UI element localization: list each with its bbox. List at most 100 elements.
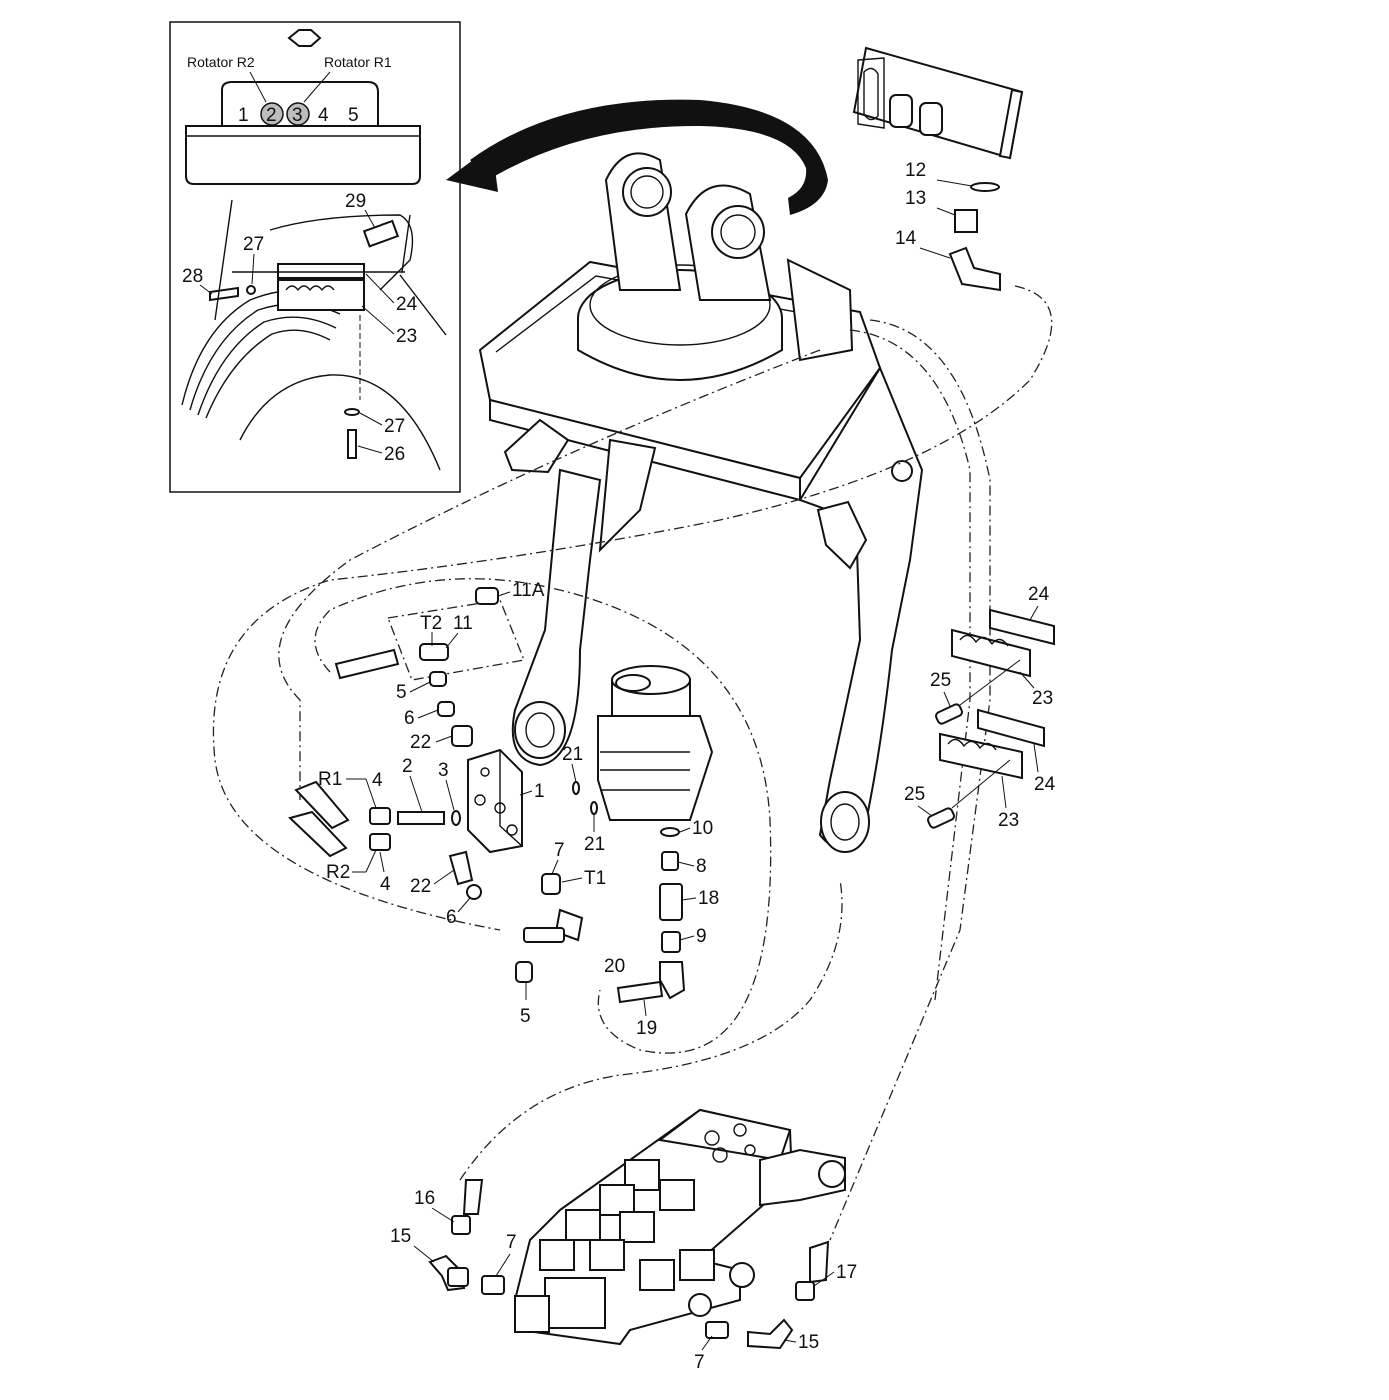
hose-route-3: [849, 329, 971, 1001]
callout-4-top: 4: [372, 770, 383, 791]
callout-26: 26: [384, 444, 405, 465]
fitting-4-r2: [369, 833, 391, 851]
label-r2: R2: [326, 862, 350, 883]
clamp-24-upper: [989, 608, 1055, 646]
rotation-arrow-icon: [470, 99, 828, 215]
tube-2: [397, 811, 445, 825]
callout-21-bottom: 21: [584, 834, 605, 855]
fitting-5-bottom: [515, 961, 533, 983]
fitting-5-top: [429, 671, 447, 687]
callout-27-top: 27: [243, 234, 264, 255]
callout-22-top: 22: [410, 732, 431, 753]
callout-5-top: 5: [396, 682, 407, 703]
callout-27-bottom: 27: [384, 416, 405, 437]
callout-6-bottom: 6: [446, 907, 457, 928]
label-t2: T2: [420, 613, 442, 634]
fitting-7-left: [481, 1275, 505, 1295]
callout-24-inset: 24: [396, 294, 418, 315]
callout-28: 28: [182, 266, 203, 287]
pin-2-label: 2: [266, 105, 277, 126]
fitting-11a: [475, 587, 499, 605]
callout-24-upper: 24: [1028, 584, 1050, 605]
fitting-4-r1: [369, 807, 391, 825]
connector-detail-inset: 1 2 3 4 5 Rotator R2 Rotator R1 29: [169, 21, 461, 493]
fitting-t2: [419, 643, 449, 661]
callout-23-lower: 23: [998, 810, 1019, 831]
callout-5-bottom: 5: [520, 1006, 531, 1027]
callout-22-bottom: 22: [410, 876, 431, 897]
o-ring-10: [660, 827, 680, 837]
swivel-block: [852, 46, 1024, 160]
fitting-group-outline: [387, 599, 525, 681]
grapple-frame: [478, 152, 924, 853]
o-ring-21b: [590, 801, 598, 815]
callout-20: 20: [604, 956, 625, 977]
hex-nut-icon: [287, 29, 322, 47]
pin-3: [286, 102, 310, 126]
hydraulic-motor: [597, 665, 714, 821]
callout-2: 2: [402, 756, 413, 777]
callout-29: 29: [345, 191, 366, 212]
callout-14: 14: [895, 228, 917, 249]
callout-11a: 11A: [512, 580, 545, 601]
fitting-8: [661, 851, 679, 871]
rotation-arrow-head-icon: [446, 146, 498, 192]
pin-2: [260, 102, 284, 126]
control-valve-bank: [513, 1108, 846, 1346]
pin-1-label: 1: [238, 105, 249, 126]
callout-21-top: 21: [562, 744, 583, 765]
hose-route-4: [278, 349, 821, 800]
fitting-7-bottom: [705, 1321, 729, 1339]
callout-9: 9: [696, 926, 707, 947]
callout-18: 18: [698, 888, 719, 909]
callout-13: 13: [905, 188, 926, 209]
callout-6-top: 6: [404, 708, 415, 729]
hose-route-5: [314, 578, 772, 1054]
fitting-16: [451, 1215, 471, 1235]
clamp-23: [277, 279, 365, 311]
rotator-r2-label: Rotator R2: [187, 54, 255, 70]
screw-26: [347, 429, 357, 459]
fitting-9: [661, 931, 681, 953]
fitting-6-bottom: [466, 884, 482, 900]
pin-3-label: 3: [292, 105, 303, 126]
hose-route-6: [459, 879, 843, 1181]
callout-7-mid: 7: [554, 840, 565, 861]
adapter-13: [954, 209, 978, 233]
pin-4-label: 4: [318, 105, 329, 126]
fitting-6-top: [437, 701, 455, 717]
clamp-23-upper: [951, 628, 1031, 678]
callout-3: 3: [438, 760, 449, 781]
label-t1: T1: [584, 868, 606, 889]
pin-5-label: 5: [348, 105, 359, 126]
callout-7-left: 7: [506, 1232, 517, 1253]
callout-23-inset: 23: [396, 326, 417, 347]
screw-29: [362, 219, 400, 248]
callout-15-right: 15: [798, 1332, 819, 1353]
screw-25-upper: [934, 703, 964, 725]
clamp-24-lower: [977, 708, 1045, 748]
callout-25-upper: 25: [930, 670, 951, 691]
clamp-24: [277, 263, 365, 279]
callout-17: 17: [836, 1262, 857, 1283]
callout-7-bottom: 7: [694, 1352, 705, 1373]
o-ring-12: [970, 182, 1000, 192]
valve-block-1: [467, 748, 523, 854]
fitting-7-t1: [541, 873, 561, 895]
spacer-18: [659, 883, 683, 921]
callout-1: 1: [534, 781, 545, 802]
o-ring-3: [451, 810, 461, 826]
elbow-15-right: [747, 1318, 794, 1350]
elbow-14: [948, 246, 1001, 292]
o-ring-21a: [572, 781, 580, 795]
callout-11: 11: [453, 613, 473, 634]
callout-8: 8: [696, 856, 707, 877]
callout-16: 16: [414, 1188, 435, 1209]
callout-23-upper: 23: [1032, 688, 1053, 709]
callout-15-left: 15: [390, 1226, 411, 1247]
callout-19: 19: [636, 1018, 657, 1039]
hose-route-2: [829, 319, 991, 1241]
callout-25-lower: 25: [904, 784, 925, 805]
hose-route-1: [212, 285, 1053, 931]
